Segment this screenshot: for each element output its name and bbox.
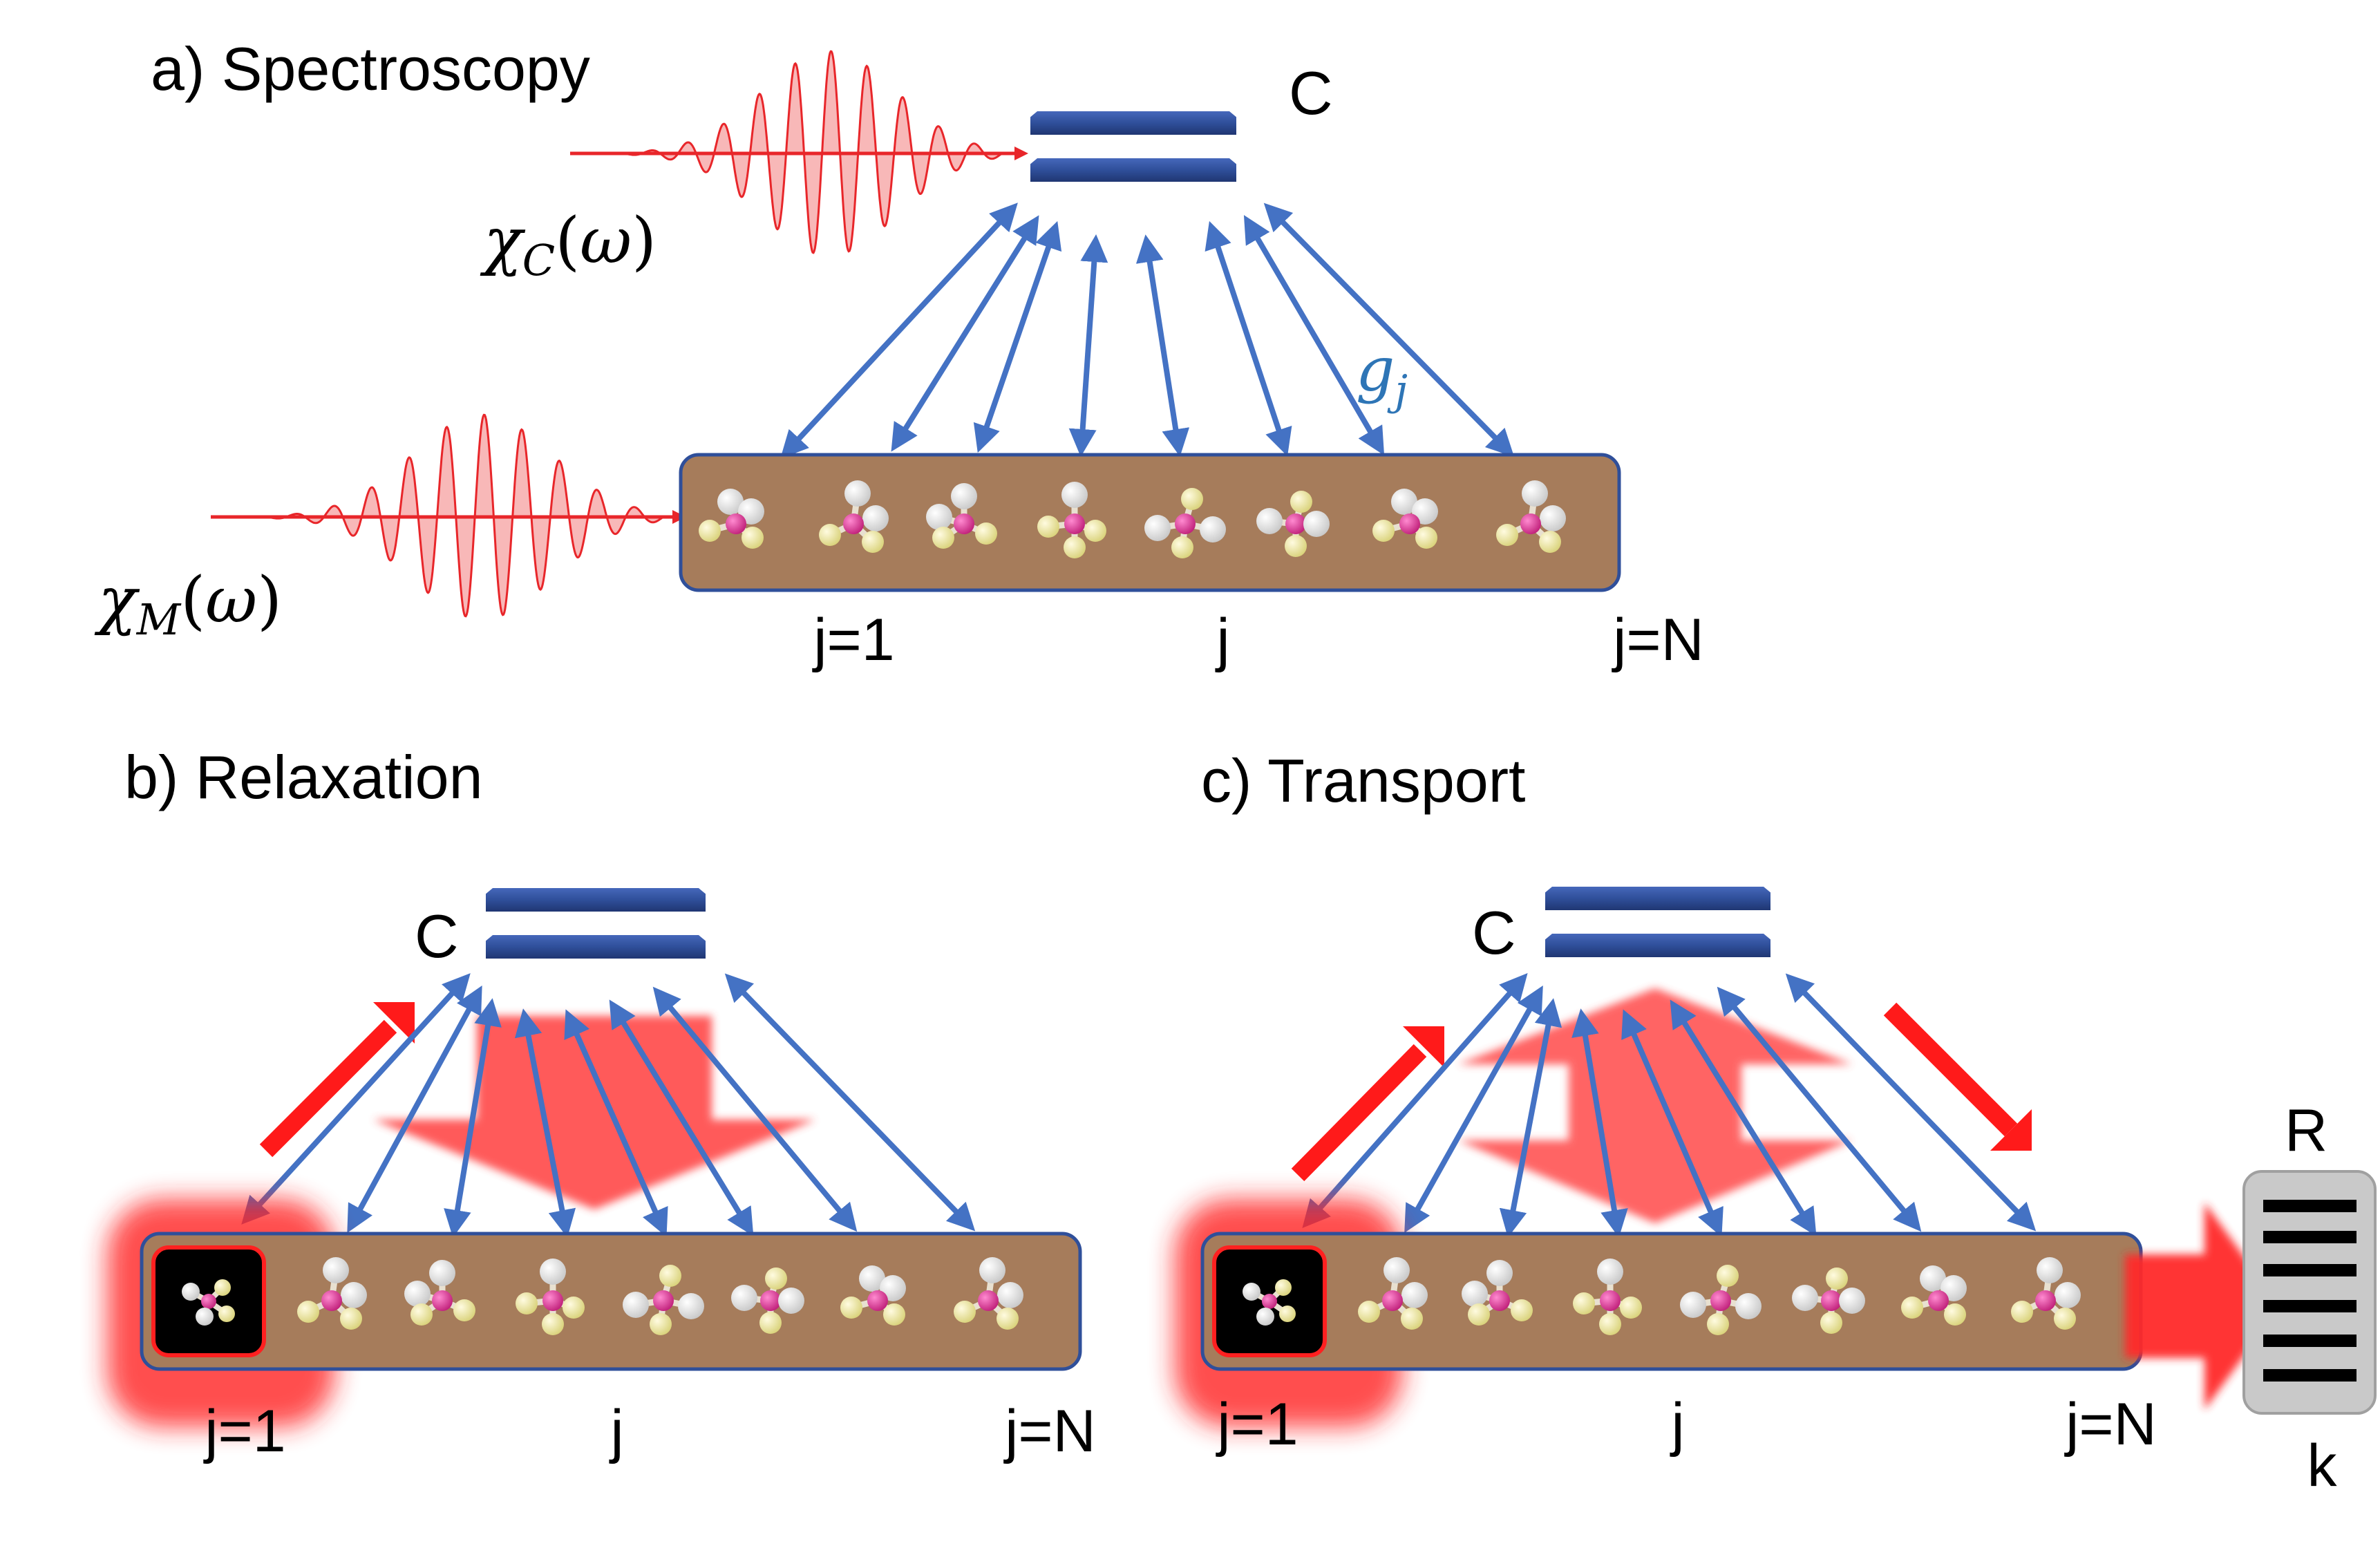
tetrahedral-molecule-icon xyxy=(297,1257,367,1330)
mirror-pair-icon xyxy=(1026,107,1240,186)
mirror-pair-icon xyxy=(1541,883,1775,961)
site-last-b: j=N xyxy=(1003,1398,1095,1464)
site-last-a: j=N xyxy=(1611,607,1703,673)
coupling-arrow xyxy=(1571,1008,1628,1238)
coupling-arrow xyxy=(973,220,1062,453)
tetrahedral-molecule-icon xyxy=(623,1265,704,1335)
reservoir-label-top: R xyxy=(2285,1097,2327,1164)
extraction-arrow xyxy=(2125,1203,2280,1410)
molecules-a xyxy=(699,480,1566,558)
cavity-label-b: C xyxy=(415,902,459,970)
molecule-response-label: χM(ω) xyxy=(94,563,282,645)
energy-level-line xyxy=(2263,1264,2357,1276)
molecules-b xyxy=(182,1257,1023,1335)
tetrahedral-molecule-icon xyxy=(1496,480,1566,553)
tetrahedral-molecule-icon xyxy=(2011,1257,2081,1330)
coupling-arrow xyxy=(1717,986,1922,1232)
coupling-arrow xyxy=(780,202,1018,459)
panel-b-title: b) Relaxation xyxy=(124,743,483,811)
tetrahedral-molecule-icon xyxy=(1256,491,1330,557)
tetrahedral-molecule-icon xyxy=(516,1259,585,1335)
site-middle-b: j xyxy=(608,1398,623,1464)
coupling-arrow xyxy=(724,973,976,1232)
reservoir-levels xyxy=(2263,1200,2357,1382)
coupling-arrow xyxy=(1135,234,1190,457)
tetrahedral-molecule-icon xyxy=(926,483,997,549)
site-middle-a: j xyxy=(1214,607,1229,673)
laser-pulse-icon xyxy=(570,50,1028,254)
energy-level-line xyxy=(2263,1200,2357,1212)
coupling-arrows-c xyxy=(1302,973,2037,1238)
energy-flow-arrow xyxy=(259,1002,415,1158)
energy-level-line xyxy=(2263,1335,2357,1347)
tetrahedral-molecule-icon xyxy=(699,489,764,549)
tetrahedral-molecule-icon xyxy=(182,1279,235,1326)
molecule-ensemble-b xyxy=(140,1232,1082,1371)
tetrahedral-molecule-icon xyxy=(1462,1260,1533,1326)
coupling-arrow xyxy=(1263,202,1515,458)
coupling-arrow xyxy=(1499,998,1562,1238)
coupling-arrow xyxy=(241,973,471,1225)
cavity-response-label: χC(ω) xyxy=(480,204,657,285)
cavity-label-c: C xyxy=(1472,898,1516,967)
coupling-constant-label: gj xyxy=(1356,334,1408,415)
tetrahedral-molecule-icon xyxy=(1573,1259,1642,1335)
tetrahedral-molecule-icon xyxy=(1792,1267,1865,1334)
tetrahedral-molecule-icon xyxy=(1037,482,1106,558)
tetrahedral-molecule-icon xyxy=(731,1267,804,1334)
panel-transport: c) Transport C R k j=1 j xyxy=(1175,746,2377,1499)
tetrahedral-molecule-icon xyxy=(1680,1265,1762,1335)
energy-level-line xyxy=(2263,1300,2357,1312)
energy-level-line xyxy=(2263,1231,2357,1243)
coupling-arrow xyxy=(1785,973,2037,1232)
tetrahedral-molecule-icon xyxy=(404,1260,475,1326)
site-first-b: j=1 xyxy=(202,1398,285,1464)
panel-c-title: c) Transport xyxy=(1201,746,1525,815)
molecules-c xyxy=(1243,1257,2081,1335)
tetrahedral-molecule-icon xyxy=(1243,1279,1296,1326)
tetrahedral-molecule-icon xyxy=(819,480,889,553)
site-first-a: j=1 xyxy=(811,607,894,673)
coupling-arrows-b xyxy=(241,973,976,1238)
panel-a-title: a) Spectroscopy xyxy=(151,35,590,103)
panel-spectroscopy: a) Spectroscopy C χC(ω) χM(ω) gj j=1 j j… xyxy=(94,35,1704,673)
energy-level-line xyxy=(2263,1369,2357,1382)
coupling-arrow xyxy=(1068,234,1108,457)
relaxation-flow-arrow xyxy=(373,1016,815,1209)
coupling-arrow xyxy=(514,1008,576,1238)
tetrahedral-molecule-icon xyxy=(1901,1265,1967,1326)
panel-relaxation: b) Relaxation C j=1 j j=N xyxy=(107,743,1096,1464)
tetrahedral-molecule-icon xyxy=(1358,1257,1428,1330)
tetrahedral-molecule-icon xyxy=(1144,488,1226,558)
tetrahedral-molecule-icon xyxy=(954,1257,1023,1330)
site-first-c: j=1 xyxy=(1215,1391,1298,1458)
site-middle-c: j xyxy=(1669,1391,1684,1458)
molecule-ensemble-c xyxy=(1200,1232,2143,1371)
tetrahedral-molecule-icon xyxy=(840,1265,906,1326)
tetrahedral-molecule-icon xyxy=(1372,489,1438,549)
coupling-arrows-a xyxy=(780,202,1515,459)
site-last-c: j=N xyxy=(2063,1391,2156,1458)
laser-pulse-icon xyxy=(211,413,686,618)
energy-flow-arrow xyxy=(1883,1002,2032,1151)
reservoir-label-bottom: k xyxy=(2307,1433,2338,1499)
cavity-label-a: C xyxy=(1289,59,1333,127)
mirror-pair-icon xyxy=(482,884,710,963)
energy-levels-icon xyxy=(2242,1170,2377,1415)
coupling-arrow xyxy=(1302,973,1528,1228)
coupling-arrow xyxy=(444,998,502,1238)
